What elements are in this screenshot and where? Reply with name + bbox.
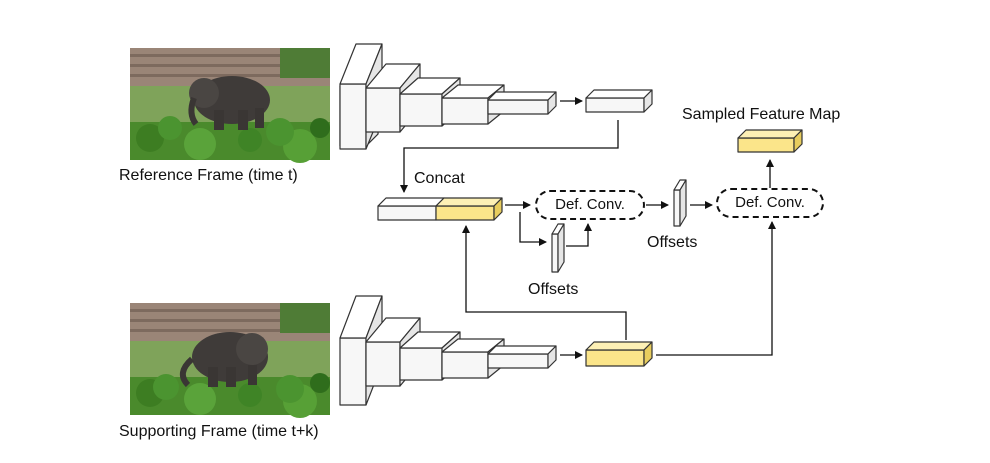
- offsets-slab-2: [673, 179, 687, 227]
- reference-frame-label: Reference Frame (time t): [119, 167, 298, 184]
- offsets-label-2: Offsets: [647, 234, 698, 251]
- connectors: [400, 97, 776, 359]
- reference-frame-image: [130, 48, 330, 163]
- sampled-feature-map: [737, 129, 803, 153]
- ref-output-feature: [585, 89, 653, 113]
- arrow-ref-to-concat: [400, 120, 619, 193]
- arrow-sup-to-defconv2: [656, 221, 776, 356]
- sup-layer-5: [487, 345, 557, 369]
- offsets-slab-1: [551, 223, 565, 273]
- concat-feature: [377, 197, 503, 221]
- offsets-label-1: Offsets: [528, 281, 579, 298]
- arrow-offsets-to-defconv1: [566, 223, 592, 247]
- ref-layer-3: [399, 77, 461, 127]
- supporting-backbone: [339, 295, 653, 406]
- reference-backbone: [339, 43, 653, 150]
- sampled-feature-map-label: Sampled Feature Map: [682, 106, 841, 123]
- supporting-frame-image: [130, 303, 330, 418]
- arrow-concat-to-offsets: [519, 212, 547, 246]
- ref-layer-4: [441, 84, 505, 125]
- arrow-sup-output-to-concat: [462, 225, 627, 340]
- ref-layer-5: [487, 91, 557, 115]
- def-conv-box-1: Def. Conv.: [535, 190, 645, 220]
- concat-label: Concat: [414, 170, 465, 187]
- sup-output-feature: [585, 341, 653, 367]
- supporting-frame-label: Supporting Frame (time t+k): [119, 423, 319, 440]
- def-conv-box-2: Def. Conv.: [716, 188, 824, 218]
